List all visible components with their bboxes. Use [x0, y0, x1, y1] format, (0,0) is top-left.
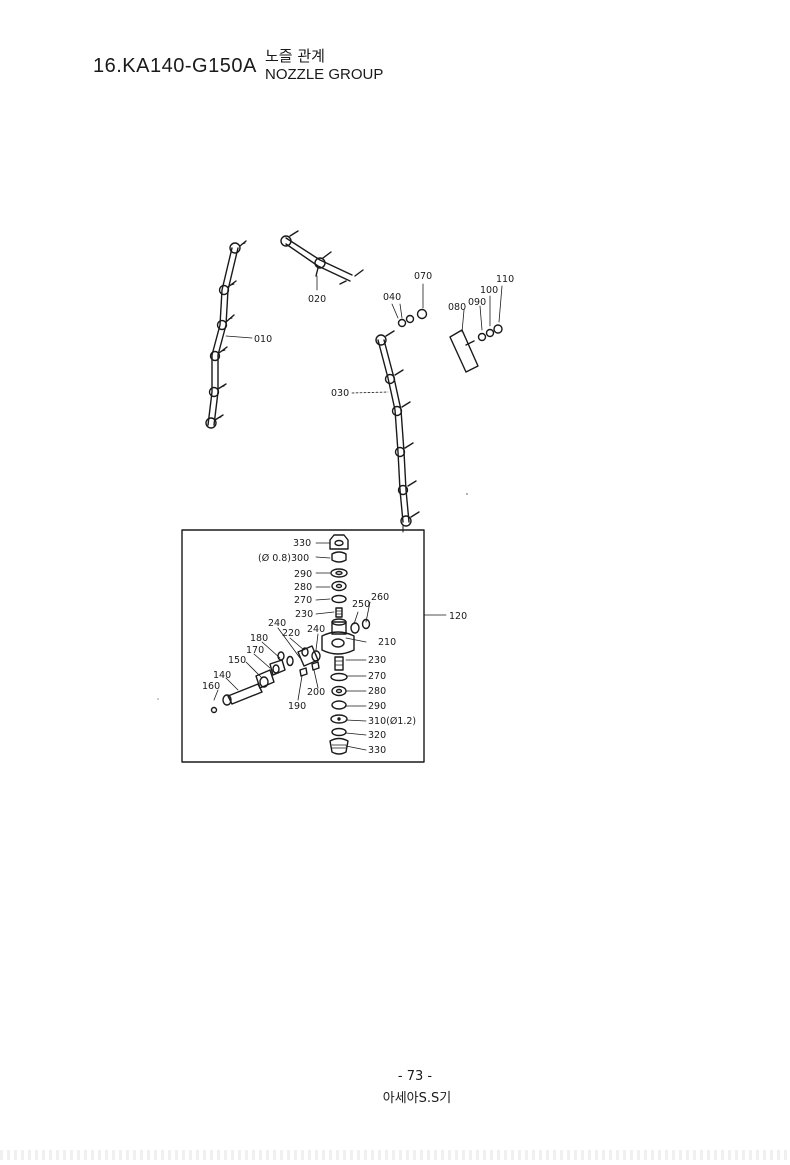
label-280-top: 280: [294, 582, 312, 593]
publisher-name: 아세아S.S기: [382, 1091, 452, 1106]
label-090: 090: [468, 297, 486, 308]
label-330-top: 330: [293, 538, 311, 549]
label-030: 030: [331, 388, 349, 399]
label-280-bottom: 280: [368, 686, 386, 697]
label-100: 100: [480, 285, 498, 296]
nozzle-tip-assembly-080-110: [449, 285, 503, 373]
label-290-top: 290: [294, 569, 312, 580]
scan-speck: [157, 698, 159, 700]
fittings-040-070: [391, 283, 428, 328]
valve-stack-top: [329, 534, 349, 618]
label-170: 170: [246, 645, 264, 656]
label-160: 160: [202, 681, 220, 692]
catalog-section-code: 16.KA140-G150A: [93, 55, 257, 77]
label-190: 190: [288, 701, 306, 712]
section-title-english: NOZZLE GROUP: [265, 66, 384, 83]
label-310: 310(Ø1.2): [368, 716, 416, 727]
label-330-bottom: 330: [368, 745, 386, 756]
label-210: 210: [378, 637, 396, 648]
label-150: 150: [228, 655, 246, 666]
section-title-korean: 노즐 관계: [265, 47, 325, 65]
label-120: 120: [449, 611, 467, 622]
label-070: 070: [414, 271, 432, 282]
label-220: 220: [282, 628, 300, 639]
valve-stack-bottom: [329, 656, 349, 755]
scan-speck: [466, 493, 468, 495]
scan-edge-artifact: [0, 1150, 790, 1160]
label-140: 140: [213, 670, 231, 681]
page-number: - 73 -: [397, 1069, 433, 1084]
label-180: 180: [250, 633, 268, 644]
nozzle-manifold-020: [280, 230, 364, 291]
label-020: 020: [308, 294, 326, 305]
leader-lines: [213, 335, 447, 751]
label-010: 010: [254, 334, 272, 345]
label-110: 110: [496, 274, 514, 285]
tee-body-210: [311, 618, 371, 662]
label-250: 250: [352, 599, 370, 610]
label-200: 200: [307, 687, 325, 698]
label-290-bottom: 290: [368, 701, 386, 712]
detail-box-120: [181, 529, 425, 763]
label-080: 080: [448, 302, 466, 313]
label-240-left: 240: [268, 618, 286, 629]
label-270-top: 270: [294, 595, 312, 606]
label-230-top: 230: [295, 609, 313, 620]
label-040: 040: [383, 292, 401, 303]
side-parts-140-240: [210, 645, 320, 714]
label-300: (Ø 0.8)300: [258, 553, 309, 564]
label-260: 260: [371, 592, 389, 603]
label-240-right: 240: [307, 624, 325, 635]
label-270-bottom: 270: [368, 671, 386, 682]
nozzle-pipe-030: [375, 330, 420, 533]
label-230-bottom: 230: [368, 655, 386, 666]
nozzle-pipe-010: [205, 240, 247, 429]
label-320: 320: [368, 730, 386, 741]
part-labels: 010 020 030 040 070 080 090 100 110 120 …: [202, 271, 514, 756]
